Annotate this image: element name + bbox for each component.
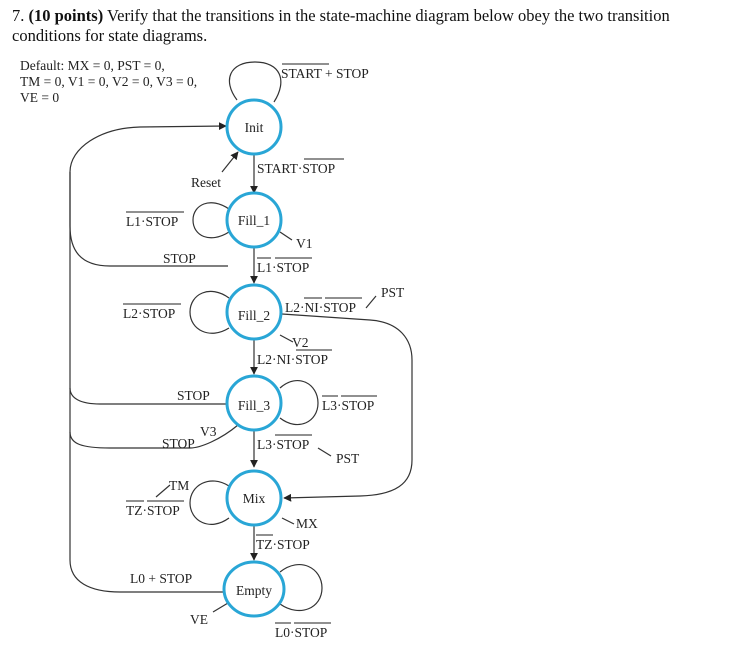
fill2-to-mix-arc xyxy=(281,313,413,502)
state-label-fill1: Fill_1 xyxy=(238,213,270,228)
state-circle-mix xyxy=(225,469,283,527)
question-points: (10 points) xyxy=(28,6,104,25)
stop-return-line xyxy=(69,122,228,267)
question-number: 7. xyxy=(12,6,25,25)
label-pst-lower: PST xyxy=(336,451,360,466)
label-stop-v3: STOP xyxy=(162,436,195,451)
fill3-self-loop xyxy=(279,379,319,426)
transition-labels: START + STOP START·STOP Reset L1·STOP ST… xyxy=(123,63,405,640)
label-stop-fill3: STOP xyxy=(177,388,210,403)
state-fill3: Fill_3 xyxy=(225,374,283,432)
label-v2: V2 xyxy=(292,335,309,350)
state-label-init: Init xyxy=(245,120,264,135)
defaults-line-1: Default: MX = 0, PST = 0, xyxy=(20,58,165,73)
question-body: Verify that the transitions in the state… xyxy=(12,6,670,45)
state-init: Init xyxy=(225,98,283,156)
defaults-line-2: TM = 0, V1 = 0, V2 = 0, V3 = 0, xyxy=(20,74,197,89)
mix-self-loop xyxy=(189,480,230,525)
label-mix-self: TZ·STOP xyxy=(126,503,180,518)
question-text: 7. (10 points) Verify that the transitio… xyxy=(12,6,724,46)
pst-tick-lower xyxy=(317,447,332,457)
label-tm: TM xyxy=(169,478,189,493)
label-fill1-self: L1·STOP xyxy=(126,214,178,229)
label-fill2-to-fill3: L2·NI·STOP xyxy=(257,352,328,367)
label-pst-upper: PST xyxy=(381,285,405,300)
state-circle-fill1 xyxy=(225,191,283,249)
fill1-self-loop xyxy=(192,202,230,239)
label-fill3-self: L3·STOP xyxy=(322,398,374,413)
state-circle-fill3 xyxy=(225,374,283,432)
label-v3: V3 xyxy=(200,424,217,439)
left-bus-line xyxy=(69,172,226,593)
state-fill2: Fill_2 xyxy=(225,283,283,341)
label-mix-to-empty: TZ·STOP xyxy=(256,537,310,552)
label-init-self: START + STOP xyxy=(281,66,369,81)
label-empty-to-init: L0 + STOP xyxy=(130,571,192,586)
defaults-line-3: VE = 0 xyxy=(20,90,59,105)
state-mix: Mix xyxy=(225,469,283,527)
fill3-stop-line xyxy=(69,387,228,405)
state-empty: Empty xyxy=(222,560,286,618)
state-label-mix: Mix xyxy=(243,491,266,506)
state-circle-init xyxy=(225,98,283,156)
tm-tick xyxy=(155,484,171,498)
label-reset: Reset xyxy=(191,175,221,190)
init-self-loop xyxy=(228,61,282,103)
label-init-to-fill1: START·STOP xyxy=(257,161,335,176)
fill2-self-loop xyxy=(189,290,230,334)
default-values: Default: MX = 0, PST = 0, TM = 0, V1 = 0… xyxy=(20,58,197,105)
label-ve: VE xyxy=(190,612,208,627)
mx-tick xyxy=(281,517,295,525)
state-label-empty: Empty xyxy=(236,583,272,598)
label-fill1-to-fill2: L1·STOP xyxy=(257,260,309,275)
state-label-fill2: Fill_2 xyxy=(238,308,270,323)
label-fill2-self: L2·STOP xyxy=(123,306,175,321)
ve-tick xyxy=(212,602,229,613)
label-v1: V1 xyxy=(296,236,313,251)
empty-self-loop xyxy=(279,563,323,612)
reset-arrow xyxy=(221,151,239,173)
state-circle-empty xyxy=(222,560,286,618)
label-empty-self: L0·STOP xyxy=(275,625,327,640)
fill3-v3-line xyxy=(69,424,239,449)
state-fill1: Fill_1 xyxy=(225,191,283,249)
label-fill2-to-mix: L2·NI·STOP xyxy=(285,300,356,315)
v2-tick xyxy=(279,334,294,343)
state-label-fill3: Fill_3 xyxy=(238,398,271,413)
label-fill3-to-mix: L3·STOP xyxy=(257,437,309,452)
label-mx: MX xyxy=(296,516,318,531)
state-circle-fill2 xyxy=(225,283,283,341)
v1-tick xyxy=(279,231,293,241)
transition-lines xyxy=(69,61,413,613)
label-stop-fill1: STOP xyxy=(163,251,196,266)
pst-tick-upper xyxy=(365,295,377,309)
